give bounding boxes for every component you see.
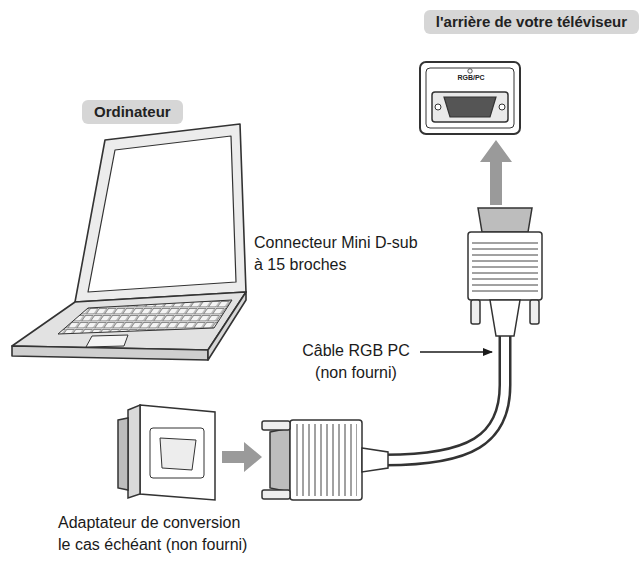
- conversion-adapter: [160, 438, 196, 470]
- tv-port-panel: [499, 104, 505, 110]
- vga-connector: [468, 208, 542, 336]
- conversion-adapter: [140, 405, 215, 500]
- title-band: l'arrière de votre téléviseur: [424, 10, 639, 34]
- conversion-adapter: [128, 405, 140, 498]
- vga-connector: [295, 424, 357, 496]
- adapter-label: Adaptateur de conversion le cas échéant …: [58, 512, 254, 556]
- tv-port-panel: [420, 62, 520, 134]
- conversion-adapter: [118, 418, 128, 490]
- tv-port-panel: [420, 62, 520, 134]
- vga-connector: [262, 490, 290, 499]
- title-band: Ordinateur: [82, 100, 183, 124]
- vga-connector: [490, 300, 520, 336]
- laptop: [86, 335, 128, 347]
- laptop: [75, 124, 246, 302]
- tv-port-panel: [426, 68, 514, 128]
- tv-port-panel: [468, 69, 472, 73]
- conversion-adapter: [118, 405, 215, 500]
- laptop: [58, 300, 232, 334]
- laptop: [12, 346, 208, 360]
- vga-connector: [270, 428, 290, 492]
- leader-arrow: [420, 351, 492, 353]
- tv-port-panel: [432, 92, 508, 122]
- laptop: [12, 292, 246, 350]
- conversion-adapter: [150, 428, 204, 478]
- vga-connector: [478, 208, 532, 232]
- vga-connector: [468, 232, 542, 300]
- vga-connector: [290, 420, 362, 500]
- port-label: RGB/PC: [451, 74, 491, 82]
- laptop: [12, 124, 246, 360]
- laptop: [88, 136, 236, 292]
- direction-arrow: [222, 442, 262, 472]
- cable-label: Câble RGB PC (non fourni): [298, 340, 414, 384]
- direction-arrow: [480, 140, 512, 205]
- tv-port-panel: [444, 97, 496, 117]
- vga-connector: [530, 300, 539, 324]
- vga-connector: [262, 420, 388, 500]
- band-text: l'arrière de votre téléviseur: [436, 13, 627, 30]
- connector-label: Connecteur Mini D-sub à 15 broches: [254, 232, 424, 276]
- vga-connector: [472, 238, 538, 294]
- band-text: Ordinateur: [94, 103, 171, 120]
- vga-connector: [471, 300, 480, 324]
- vga-connector: [362, 448, 388, 472]
- vga-connector: [262, 421, 290, 430]
- tv-port-panel: [435, 104, 441, 110]
